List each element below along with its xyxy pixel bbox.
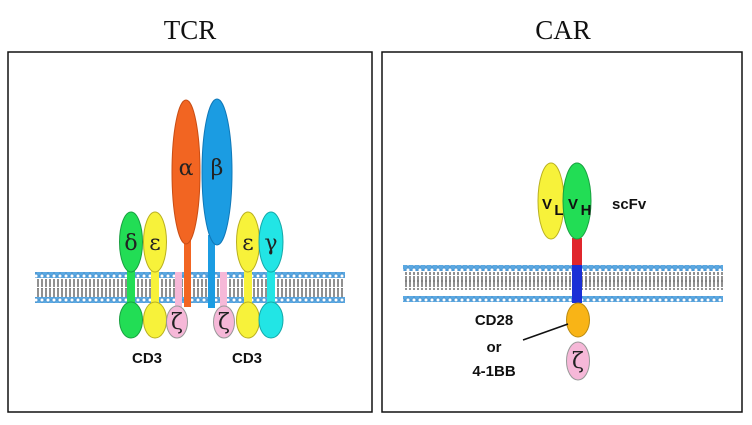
car-title: CAR [535, 15, 591, 45]
cd3-epsilon-right: ε [236, 211, 260, 339]
zeta-right-label: ζ [218, 310, 230, 335]
costim-label-or: or [487, 339, 502, 356]
car-zeta-label: ζ [572, 349, 584, 374]
scfv-label: scFv [612, 196, 647, 213]
alpha-label: α [179, 156, 194, 181]
tcr-alpha-chain: α [171, 99, 201, 307]
costim-label-cd28: CD28 [475, 312, 513, 329]
car-membrane [403, 265, 723, 302]
zeta-left-label: ζ [171, 310, 183, 335]
cd3-right-label: CD3 [232, 350, 262, 367]
vl-label: V [542, 196, 552, 213]
cd3-epsilon-left: ε [143, 211, 167, 339]
cd3-gamma: γ [258, 211, 284, 339]
cd3-left-label: CD3 [132, 350, 162, 367]
car-panel [381, 51, 743, 413]
epsilon-left-label: ε [149, 231, 160, 256]
hinge-domain [572, 238, 582, 266]
vh-label: V [568, 196, 578, 213]
zeta-right: ζ [213, 272, 235, 339]
vl-domain: V L [537, 162, 565, 240]
tcr-beta-chain: β [201, 98, 233, 308]
vh-domain: V H [562, 162, 592, 240]
beta-label: β [211, 156, 224, 181]
car-zeta: ζ [566, 341, 590, 381]
delta-label: δ [124, 231, 137, 256]
costim-domain [566, 302, 590, 338]
costim-pointer-line [522, 323, 569, 341]
gamma-label: γ [264, 231, 277, 256]
zeta-left: ζ [166, 272, 188, 339]
cd3-delta: δ [119, 211, 143, 339]
vl-subscript: L [554, 202, 563, 219]
transmembrane-domain [572, 265, 582, 303]
tcr-title: TCR [164, 15, 217, 45]
costim-label-41bb: 4-1BB [472, 363, 516, 380]
epsilon-right-label: ε [242, 231, 253, 256]
vh-subscript: H [581, 202, 592, 219]
